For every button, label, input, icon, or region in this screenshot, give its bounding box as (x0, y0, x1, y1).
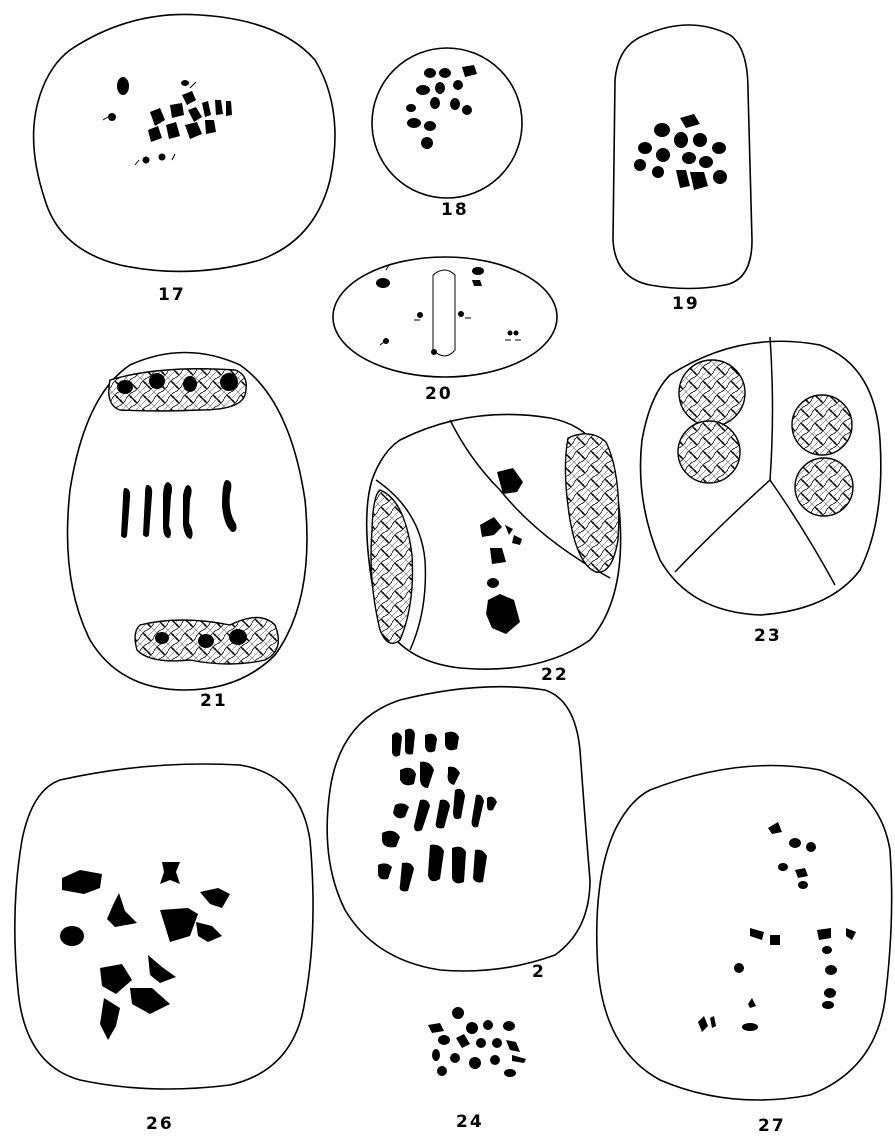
cell-outline (15, 764, 313, 1089)
chromosome-cluster (428, 1007, 526, 1077)
figure-label: 26 (146, 1114, 174, 1134)
figure-22: 22 (367, 414, 621, 685)
figure-label: 24 (456, 1112, 484, 1132)
figure-27: 27 (597, 766, 892, 1136)
figure-19: 19 (613, 25, 752, 314)
figure-18: 18 (372, 48, 522, 220)
figure-17: 17 (34, 14, 335, 305)
figure-label: 27 (758, 1116, 786, 1136)
figure-label: 21 (200, 691, 228, 711)
figure-26: 26 (15, 764, 313, 1134)
figure-20: 20 (333, 257, 557, 404)
figure-label: 19 (672, 294, 700, 314)
figure-label: 23 (754, 626, 782, 646)
figure-24: 24 (428, 1007, 526, 1132)
figure-label: 18 (441, 200, 469, 220)
figure-label: 20 (425, 384, 453, 404)
figure-label: 2 (532, 962, 546, 982)
figure-label: 17 (158, 285, 186, 305)
figure-2: 2 (327, 687, 590, 982)
figure-23: 23 (640, 337, 880, 646)
cell-outline (34, 14, 335, 271)
cell-outline (333, 257, 557, 377)
figure-21: 21 (68, 353, 308, 712)
cell-outline (327, 687, 590, 971)
figure-label: 22 (541, 665, 569, 685)
